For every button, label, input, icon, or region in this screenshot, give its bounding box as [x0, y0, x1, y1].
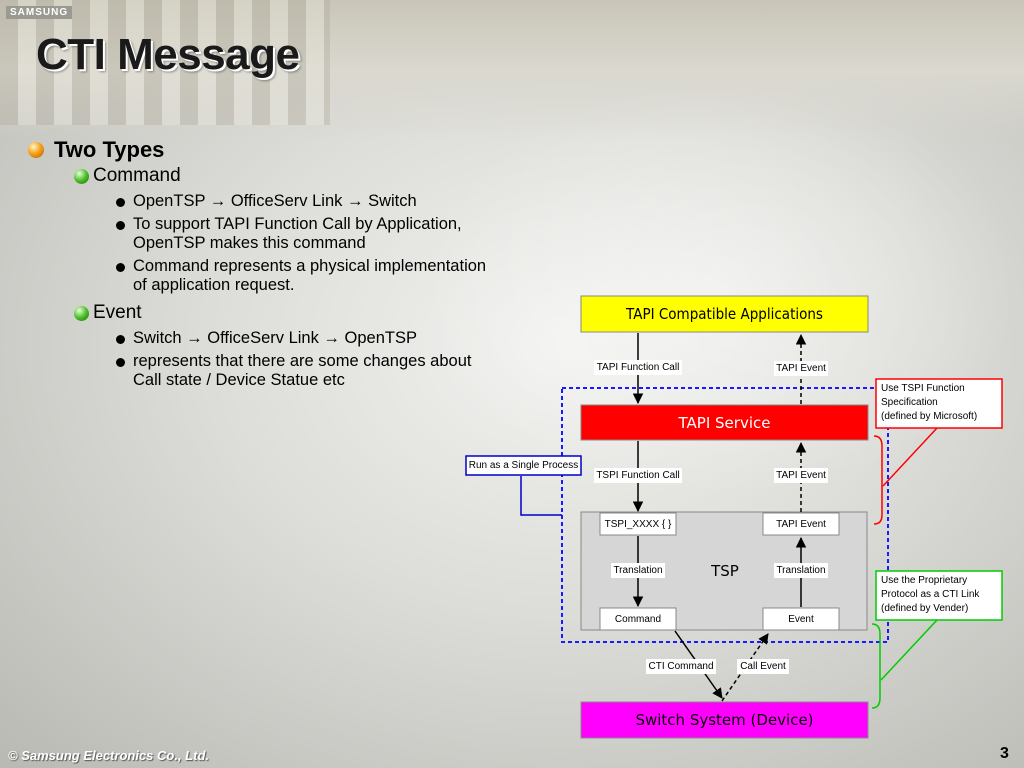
proprietary-protocol-connector	[880, 619, 938, 681]
tsp-label: TSP	[711, 562, 739, 580]
footer-copyright: © Samsung Electronics Co., Ltd.	[8, 748, 209, 763]
switch-system-box	[580, 701, 869, 739]
bullet-item: represents that there are some changes a…	[114, 352, 498, 390]
tapi-event-box	[762, 512, 840, 536]
proprietary-protocol-callout-text: Use the Proprietary Protocol as a CTI Li…	[881, 574, 1001, 616]
bullet-text: Command represents a physical implementa…	[133, 257, 487, 294]
bullet-command: Command	[74, 164, 498, 188]
device-photo-background	[0, 0, 330, 125]
bullet-item: To support TAPI Function Call by Applica…	[114, 215, 498, 253]
callout-line: Specification	[881, 397, 938, 408]
call-event-label: Call Event	[740, 661, 786, 672]
tapi-function-call-label: TAPI Function Call	[596, 362, 680, 373]
label-bg	[594, 360, 682, 375]
switch-system-label: Switch System (Device)	[635, 711, 814, 729]
label-bg	[774, 361, 828, 376]
bullet-text: OpenTSP → OfficeServ Link → Switch	[133, 192, 417, 210]
device-brand-label: SAMSUNG	[6, 6, 73, 19]
cti-link-bracket	[871, 623, 881, 709]
callout-line: Use the Proprietary	[881, 575, 968, 586]
command-box-label: Command	[614, 613, 662, 625]
bullet-two-types: Two Types	[54, 137, 165, 162]
tapi-service-box	[580, 404, 869, 441]
bullet-text: To support TAPI Function Call by Applica…	[133, 215, 462, 252]
callout-line: (defined by Microsoft)	[881, 411, 978, 422]
bullet-text: Switch → OfficeServ Link → OpenTSP	[133, 329, 417, 347]
event-heading: Event	[93, 302, 142, 323]
tapi-event-box-label: TAPI Event	[776, 518, 826, 530]
single-process-callout	[465, 455, 582, 476]
single-process-callout-text: Run as a Single Process	[468, 460, 579, 471]
slide-title: CTI Message	[36, 30, 300, 79]
tspi-spec-connector	[882, 427, 938, 487]
command-box	[599, 607, 677, 631]
green-bullet-icon	[74, 169, 89, 184]
event-box	[762, 607, 840, 631]
bullet-item: Switch → OfficeServ Link → OpenTSP	[114, 329, 498, 348]
page-number: 3	[1000, 745, 1009, 762]
tspi-spec-callout	[875, 378, 1003, 429]
label-bg	[774, 563, 828, 578]
bullet-text: represents that there are some changes a…	[133, 352, 472, 389]
tapi-service-label: TAPI Service	[678, 413, 771, 432]
single-process-connector	[520, 476, 562, 516]
bullet-item: Command represents a physical implementa…	[114, 257, 498, 295]
command-heading: Command	[93, 165, 181, 186]
proprietary-protocol-callout	[875, 570, 1003, 621]
black-bullet-icon	[116, 221, 125, 230]
black-bullet-icon	[116, 335, 125, 344]
label-bg	[774, 468, 828, 483]
header-background	[0, 0, 1024, 140]
label-bg	[594, 468, 682, 483]
bullet-item: OpenTSP → OfficeServ Link → Switch	[114, 192, 498, 211]
black-bullet-icon	[116, 263, 125, 272]
green-bullet-icon	[74, 306, 89, 321]
tspi-xxxx-label: TSPI_XXXX { }	[604, 518, 672, 530]
translation-right-label: Translation	[776, 565, 826, 576]
tspi-bracket	[873, 435, 883, 525]
callout-line: Use TSPI Function	[881, 383, 965, 394]
label-bg	[646, 659, 716, 674]
black-bullet-icon	[116, 358, 125, 367]
tapi-apps-box	[580, 295, 869, 333]
tapi-event-top-label: TAPI Event	[776, 363, 826, 374]
orange-bullet-icon	[28, 142, 44, 158]
black-bullet-icon	[116, 198, 125, 207]
tapi-apps-label: TAPI Compatible Applications	[626, 305, 823, 323]
event-box-label: Event	[788, 613, 814, 625]
tspi-spec-callout-text: Use TSPI Function Specification (defined…	[881, 382, 1001, 424]
bullet-event: Event	[74, 301, 498, 325]
tspi-xxxx-box	[599, 512, 677, 536]
label-bg	[611, 563, 665, 578]
callout-line: (defined by Vender)	[881, 603, 969, 614]
label-bg	[737, 659, 789, 674]
translation-left-label: Translation	[613, 565, 663, 576]
callout-line: Protocol as a CTI Link	[881, 589, 980, 600]
cti-command-label: CTI Command	[648, 661, 714, 672]
bullet-list: Two Types Command OpenTSP → OfficeServ L…	[28, 136, 498, 390]
tapi-event-mid-label: TAPI Event	[776, 470, 826, 481]
tspi-function-call-label: TSPI Function Call	[596, 470, 680, 481]
bullet-level1: Two Types	[28, 136, 498, 164]
